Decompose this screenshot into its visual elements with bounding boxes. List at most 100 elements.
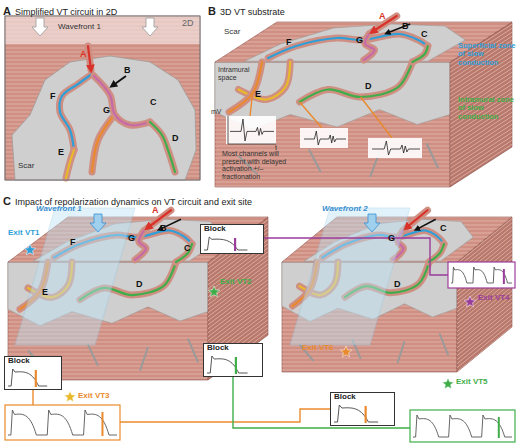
panel-letter: B xyxy=(208,5,216,17)
fibre-line xyxy=(277,366,462,367)
tissue-block xyxy=(277,107,517,428)
channel-letter: D xyxy=(365,82,372,92)
fibre-line xyxy=(445,129,517,175)
fibre-line xyxy=(0,52,205,53)
exit-star xyxy=(64,391,75,402)
channel-tissue xyxy=(66,150,74,178)
scar-strand xyxy=(427,143,439,168)
fibre-line xyxy=(452,119,517,172)
fibre-line xyxy=(277,358,462,359)
channel-letter: E xyxy=(255,90,261,100)
egm-axes xyxy=(228,116,276,144)
fibre-line xyxy=(210,190,455,191)
fibre-line xyxy=(277,374,462,375)
fibre-line xyxy=(452,351,517,404)
stimulus-mark xyxy=(35,370,37,387)
fibre-line xyxy=(452,339,517,392)
conduction-arrow xyxy=(416,219,436,229)
fibre-line xyxy=(452,155,517,208)
exit-star xyxy=(208,286,219,297)
channel-tissue xyxy=(268,34,428,58)
action-potential xyxy=(446,415,479,437)
channel-tissue xyxy=(92,118,112,172)
channel-letter: G xyxy=(128,234,135,244)
fibre-line xyxy=(452,287,517,340)
ap-trace xyxy=(204,354,262,376)
note-text: Most channels will present with delayed … xyxy=(222,150,298,181)
fibre-line xyxy=(210,18,517,19)
channel-tissue xyxy=(300,62,413,102)
wavefront-arrow xyxy=(364,214,380,232)
channel-letter: B xyxy=(402,22,409,32)
wavefront-plane xyxy=(290,208,410,345)
fibre-line xyxy=(203,336,273,389)
fibre-line xyxy=(277,370,462,371)
fibre-line xyxy=(452,319,517,372)
fibre-line xyxy=(445,0,517,12)
channel-tissue xyxy=(364,34,375,60)
axis-label: mV xyxy=(211,108,222,116)
fibre-line xyxy=(452,283,517,336)
fibre-line xyxy=(3,346,213,347)
panel-heading: B3D VT substrate xyxy=(208,1,289,19)
scar-strand xyxy=(188,339,198,363)
fibre-line xyxy=(203,376,273,429)
block-label: Block xyxy=(204,225,226,234)
channel-letter: C xyxy=(150,98,157,108)
muscle-face xyxy=(215,62,450,187)
fibre-line xyxy=(203,252,273,305)
block-inset: Block xyxy=(330,392,395,426)
exit-star xyxy=(442,378,453,389)
exit-label: Exit VT3 xyxy=(78,392,110,401)
scar-strand xyxy=(440,334,449,356)
fibre-line xyxy=(445,0,517,16)
channel-path xyxy=(268,34,428,58)
fibre-line xyxy=(445,157,517,203)
action-potential xyxy=(207,356,248,373)
ap-trace-box xyxy=(5,405,120,440)
channel-letter: B xyxy=(160,224,167,234)
exit-star xyxy=(340,346,351,357)
fibre-line xyxy=(445,0,517,4)
channel-path xyxy=(364,34,375,60)
scar-strand xyxy=(88,345,98,366)
ap-trace xyxy=(331,403,394,425)
channel-tissue xyxy=(150,122,175,172)
region-label: Scar xyxy=(18,162,34,171)
wavefront-arrow xyxy=(142,18,158,36)
action-potential xyxy=(81,410,117,435)
fibre-line xyxy=(203,284,273,337)
fibre-line xyxy=(203,372,273,425)
channel-path xyxy=(176,244,192,262)
scar-region xyxy=(12,56,196,180)
zone-label: Superficial zone of slow conduction xyxy=(458,42,516,67)
fibre-line xyxy=(452,163,517,216)
fibre-line xyxy=(0,56,205,57)
fibre-line xyxy=(445,0,517,8)
leader-line xyxy=(300,102,322,128)
channel-letter: F xyxy=(70,238,76,248)
electrogram xyxy=(300,128,348,148)
ap-trace-box xyxy=(448,262,515,288)
stimulus-mark xyxy=(235,357,237,374)
muscle-face xyxy=(5,16,200,180)
exit-label: Exit VT4 xyxy=(478,294,514,303)
channel-letter: G xyxy=(356,36,363,46)
fibre-line xyxy=(452,171,517,224)
egm-frame xyxy=(368,138,422,158)
fibre-line xyxy=(203,328,273,381)
fibre-line xyxy=(452,147,517,200)
fibre-line xyxy=(445,165,517,211)
action-potential xyxy=(471,267,491,283)
exit-label: Exit VT5 xyxy=(456,378,488,387)
channel-letter: G xyxy=(388,234,395,244)
egm-signal xyxy=(372,141,420,155)
fibre-line xyxy=(203,276,273,329)
leader-line xyxy=(32,390,33,405)
fibre-line xyxy=(445,161,517,207)
channel-tissue xyxy=(135,231,146,260)
block-label: Block xyxy=(8,357,30,366)
leader-line xyxy=(361,97,392,138)
channel-letter: D xyxy=(394,280,401,290)
egm-frame xyxy=(226,116,276,144)
